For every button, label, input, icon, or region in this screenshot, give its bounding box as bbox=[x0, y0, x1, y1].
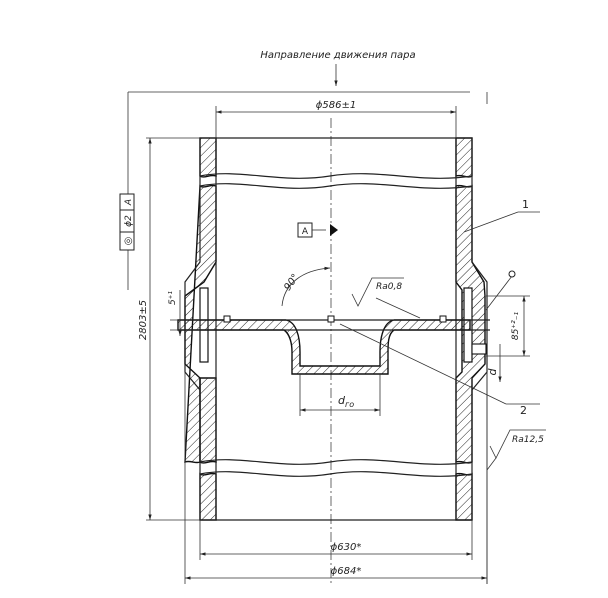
tolerance-frame: ◎ ϕ2 A bbox=[119, 193, 135, 251]
right-stud bbox=[471, 343, 487, 355]
dim-throat-sub: го bbox=[345, 400, 354, 409]
tolerance-datum: A bbox=[124, 199, 134, 206]
steam-direction-caption: Направление движения пара bbox=[260, 50, 415, 61]
left-wall-upper bbox=[199, 137, 217, 178]
right-probe-circle bbox=[508, 270, 516, 278]
right-wall-upper bbox=[455, 137, 473, 178]
dim-throat-label: dго bbox=[338, 394, 354, 409]
dim-throat-d: d bbox=[338, 394, 346, 407]
angle-arc bbox=[281, 266, 331, 307]
left-wall-lower bbox=[199, 472, 217, 521]
callout-1-leader bbox=[463, 211, 519, 233]
datum-label: A bbox=[302, 227, 309, 237]
break-line-bot-b bbox=[199, 471, 473, 477]
roughness-outer-leader bbox=[486, 457, 497, 471]
right-probe-leader bbox=[485, 275, 513, 311]
dim-85-label: 85⁺²₋₁ bbox=[511, 312, 521, 341]
roughness-outer-label: Ra12,5 bbox=[512, 435, 544, 445]
callout-2-leader bbox=[339, 323, 507, 405]
right-wall-lower bbox=[455, 472, 473, 521]
angle-label: 90° bbox=[282, 272, 301, 293]
outer-profile-right bbox=[471, 138, 488, 520]
roughness-outer-symbol bbox=[489, 429, 546, 459]
break-line-bot-a bbox=[199, 459, 473, 465]
left-wall-body bbox=[199, 377, 217, 464]
tolerance-value: ϕ2 bbox=[124, 215, 134, 227]
break-line-top-a bbox=[199, 173, 473, 179]
dim-5-label: 5⁺¹ bbox=[168, 291, 178, 305]
plate-pin-left bbox=[223, 315, 231, 323]
roughness-plate-label: Ra0,8 bbox=[376, 282, 402, 292]
dim-630-label: ϕ630* bbox=[331, 542, 362, 553]
dim-684-label: ϕ684* bbox=[331, 566, 362, 577]
callout-2-label: 2 bbox=[520, 404, 527, 417]
plate-pin-center bbox=[327, 315, 335, 323]
tolerance-symbol: ◎ bbox=[123, 237, 134, 246]
datum-triangle bbox=[330, 224, 338, 236]
break-line-top-b bbox=[199, 183, 473, 189]
roughness-plate-leader bbox=[375, 297, 421, 319]
callout-1-label: 1 bbox=[522, 198, 529, 211]
dim-d-small-label: d bbox=[486, 367, 499, 375]
plate-pin-right bbox=[439, 315, 447, 323]
dim-height-label: 2803±5 bbox=[138, 300, 149, 340]
dim-586-label: ϕ586±1 bbox=[316, 100, 356, 111]
roughness-plate-symbol bbox=[351, 277, 404, 307]
